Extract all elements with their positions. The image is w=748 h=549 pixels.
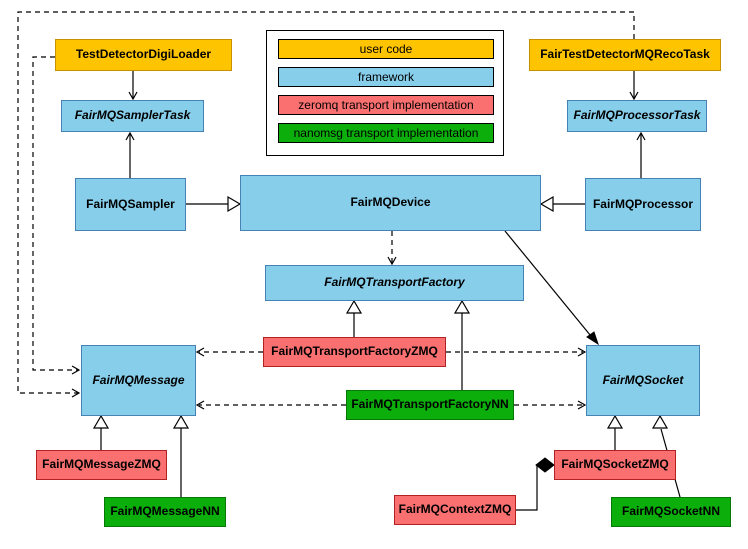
edge-fairmqmessagezmq-to-fairmqmessage: [92, 414, 110, 450]
legend-item-nanomsg: nanomsg transport implementation: [278, 123, 494, 143]
node-label: FairMQContextZMQ: [398, 502, 512, 517]
legend-label: framework: [357, 70, 414, 84]
legend-label: nanomsg transport implementation: [293, 126, 479, 140]
edge-fairmqsocketzmq-to-fairmqsocket: [606, 414, 624, 450]
node-fairmqdevice: FairMQDevice: [240, 175, 541, 231]
node-label: FairMQSocketNN: [621, 504, 721, 519]
node-fairmqsocket: FairMQSocket: [586, 345, 700, 416]
node-label: FairMQSocket: [602, 372, 684, 387]
edge-fairmqtransportfactorynn-to-fairmqmessage: [195, 400, 346, 410]
node-fairmqmessagenn: FairMQMessageNN: [104, 497, 226, 527]
node-label: FairMQProcessorTask: [573, 108, 701, 123]
legend-item-zeromq: zeromq transport implementation: [278, 95, 494, 115]
legend-label: user code: [359, 42, 413, 56]
node-fairmqsampler: FairMQSampler: [75, 178, 186, 231]
node-label: FairMQSamplerTask: [74, 108, 191, 123]
edge-fairmqsampler-to-fairmqsamplertask: [125, 131, 135, 178]
node-fairmqsocketzmq: FairMQSocketZMQ: [554, 450, 676, 480]
edge-fairmqcontextzmq-to-fairmqsocketzmq: [516, 457, 555, 511]
node-label: FairMQDevice: [350, 195, 431, 210]
node-label: TestDetectorDigiLoader: [75, 47, 212, 62]
node-label: FairMQMessageNN: [110, 504, 220, 519]
edge-fairmqdevice-to-fairmqtransportfactory: [387, 231, 397, 266]
node-label: FairTestDetectorMQRecoTask: [540, 47, 710, 62]
node-fairmqprocessor: FairMQProcessor: [585, 178, 701, 231]
edge-fairmqprocessor-to-fairmqprocessortask: [636, 131, 646, 178]
node-fairmqtransportfactorynn: FairMQTransportFactoryNN: [346, 390, 514, 420]
edge-fairmqtransportfactoryzmq-to-fairmqsocket: [446, 347, 587, 357]
node-fairmqprocessortask: FairMQProcessorTask: [567, 100, 707, 132]
edge-testdetectordigiloader-to-fairmqsamplertask: [128, 71, 138, 101]
legend-label: zeromq transport implementation: [298, 98, 474, 112]
node-label: FairMQSampler: [86, 196, 175, 211]
node-testdetectordigiloader: TestDetectorDigiLoader: [55, 39, 232, 71]
node-fairmqsamplertask: FairMQSamplerTask: [61, 100, 204, 132]
node-label: FairMQTransportFactoryZMQ: [271, 344, 438, 359]
node-fairmqmessagezmq: FairMQMessageZMQ: [36, 450, 167, 480]
edge-fairtestdetectormqrecotask-to-fairmqprocessortask: [629, 71, 639, 101]
node-fairtestdetectormqrecotask: FairTestDetectorMQRecoTask: [529, 39, 721, 71]
edge-fairmqsampler-to-fairmqdevice: [186, 195, 242, 213]
edge-fairmqmessagenn-to-fairmqmessage: [172, 414, 190, 497]
node-fairmqtransportfactory: FairMQTransportFactory: [265, 265, 524, 301]
node-label: FairMQSocketZMQ: [561, 457, 669, 472]
node-fairmqsocketnn: FairMQSocketNN: [611, 497, 731, 527]
node-fairmqcontextzmq: FairMQContextZMQ: [394, 495, 516, 525]
edge-fairmqtransportfactoryzmq-to-fairmqtransportfactory: [345, 299, 363, 337]
node-label: FairMQTransportFactory: [324, 275, 465, 290]
edge-fairmqprocessor-to-fairmqdevice: [539, 195, 585, 213]
edge-fairmqtransportfactorynn-to-fairmqtransportfactory: [453, 299, 471, 390]
legend-item-user-code: user code: [278, 39, 494, 59]
legend-item-framework: framework: [278, 67, 494, 87]
node-label: FairMQTransportFactoryNN: [351, 397, 509, 412]
node-fairmqmessage: FairMQMessage: [81, 345, 196, 416]
edge-fairmqtransportfactoryzmq-to-fairmqmessage: [195, 347, 263, 357]
node-label: FairMQProcessor: [592, 196, 694, 211]
edge-fairmqtransportfactorynn-to-fairmqsocket: [514, 400, 587, 410]
node-label: FairMQMessage: [92, 372, 185, 387]
node-fairmqtransportfactoryzmq: FairMQTransportFactoryZMQ: [263, 337, 446, 367]
node-label: FairMQMessageZMQ: [42, 457, 161, 472]
legend-box: user code framework zeromq transport imp…: [266, 30, 504, 156]
